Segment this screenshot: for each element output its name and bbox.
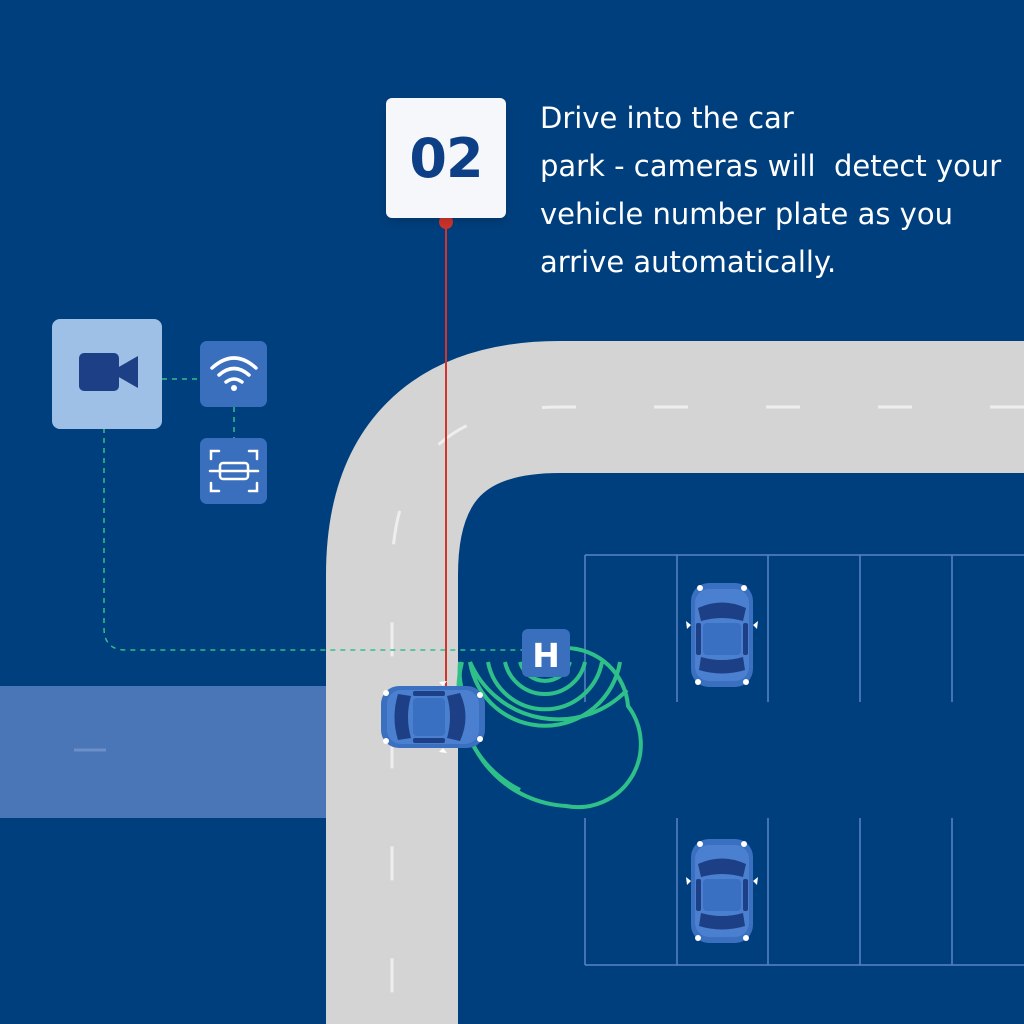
parked-car-icon	[686, 839, 758, 943]
parking-sign-label: H	[532, 636, 560, 675]
caption-line: Drive into the car	[540, 101, 794, 135]
plate-scanner-tile	[200, 438, 267, 504]
wifi-device-tile	[200, 341, 267, 407]
video-camera-icon	[79, 353, 138, 391]
side-road	[0, 686, 340, 818]
number-plate-scan-icon	[208, 449, 260, 493]
caption-line: arrive automatically.	[540, 245, 837, 279]
caption-line: vehicle number plate as you	[540, 197, 953, 231]
parking-sign: H	[522, 629, 570, 677]
step-number: 02	[409, 126, 483, 190]
parking-bays	[584, 554, 1024, 966]
wifi-icon	[210, 356, 258, 384]
step-caption: Drive into the car park - cameras will d…	[540, 94, 1010, 286]
parked-car-icon	[686, 583, 758, 687]
step-number-badge: 02	[386, 98, 506, 218]
step-pointer	[439, 215, 453, 690]
main-road	[326, 341, 1024, 1024]
connection-lines	[103, 378, 522, 651]
arriving-car-icon	[381, 681, 485, 753]
caption-line: park - cameras will detect your	[540, 149, 1002, 183]
camera-device-tile	[52, 319, 162, 429]
